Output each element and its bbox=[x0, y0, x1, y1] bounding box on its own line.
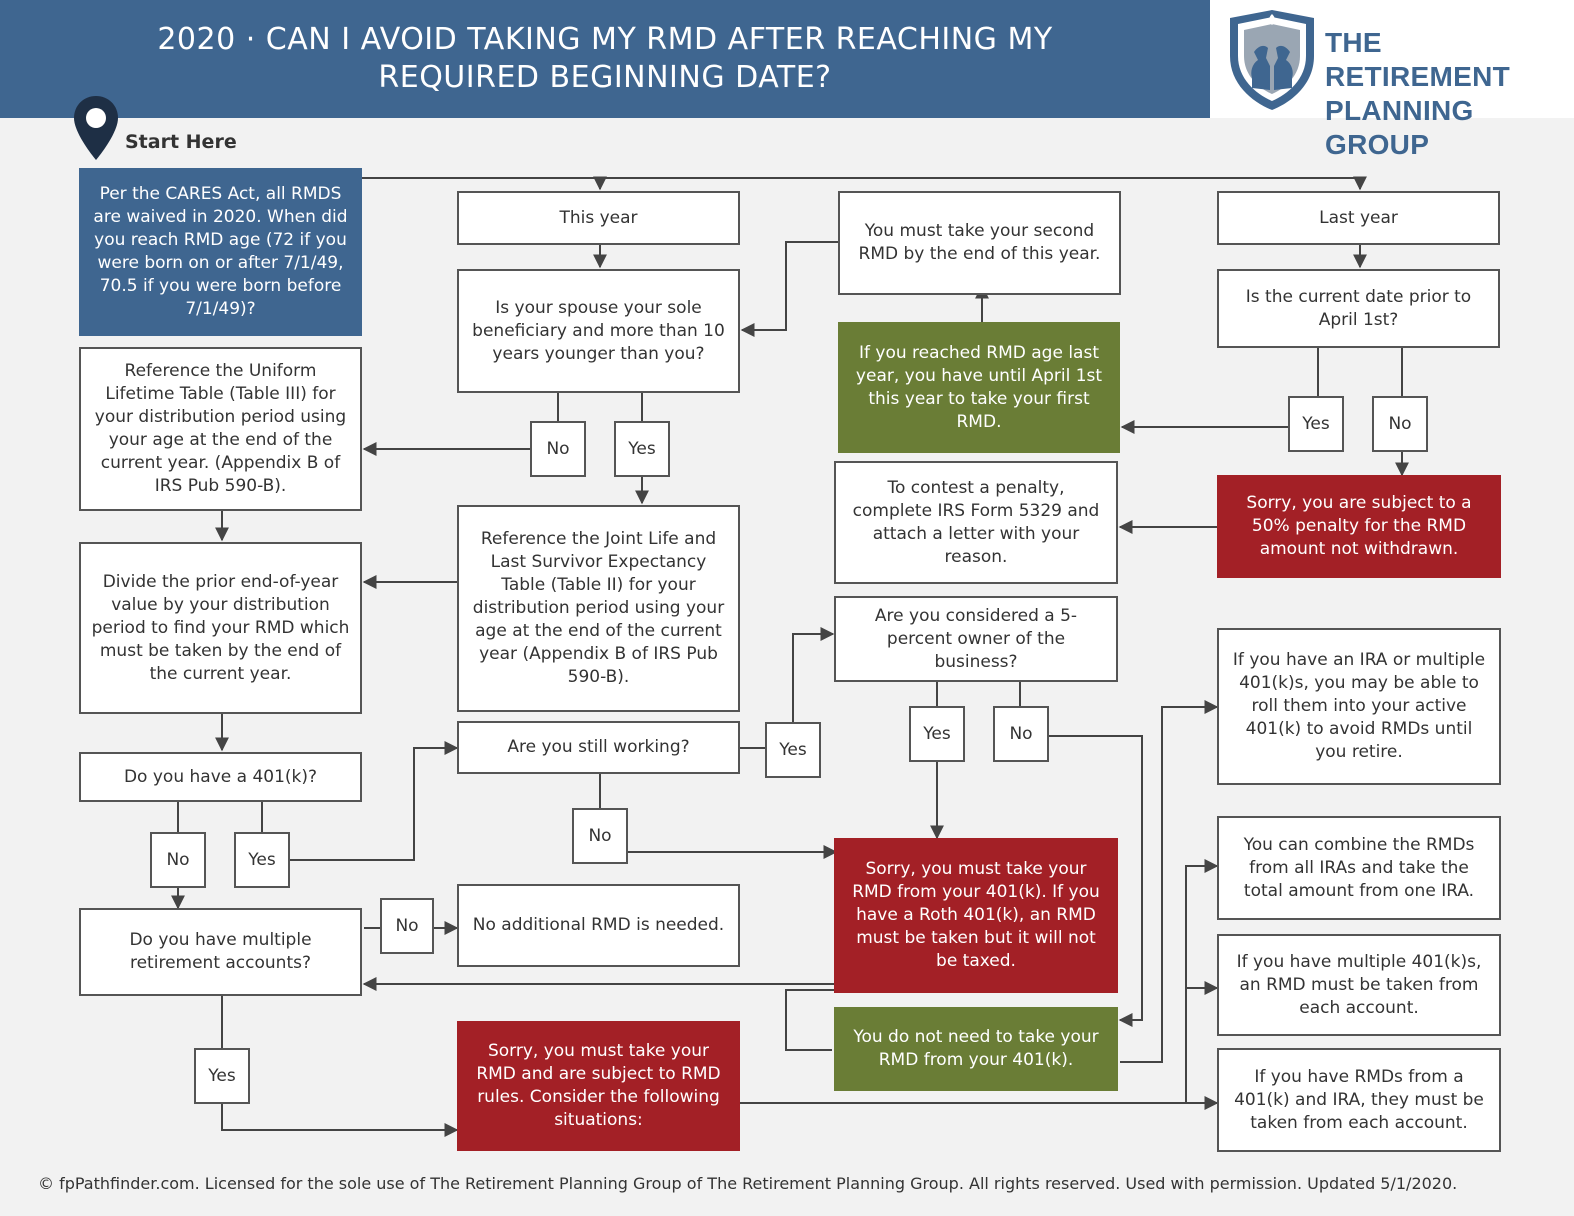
multiple-no-label: No bbox=[380, 898, 434, 954]
contest-penalty-box: To contest a penalty, complete IRS Form … bbox=[834, 461, 1118, 584]
connector-yes-owner bbox=[792, 627, 835, 722]
divide-box: Divide the prior end-of-year value by yo… bbox=[79, 542, 362, 714]
april-yes-label: Yes bbox=[1288, 396, 1344, 452]
connector-not-need-roll bbox=[1120, 700, 1219, 1063]
connector-no-not-need bbox=[1047, 735, 1143, 1027]
last-year-box: Last year bbox=[1217, 191, 1500, 245]
april-question: Is the current date prior to April 1st? bbox=[1217, 269, 1500, 348]
shield-icon bbox=[1230, 10, 1314, 110]
multiple-accounts-question: Do you have multiple retirement accounts… bbox=[79, 908, 362, 996]
multiple-yes-label: Yes bbox=[194, 1048, 250, 1104]
connector-second-rmd-spouse bbox=[740, 241, 838, 337]
penalty-box: Sorry, you are subject to a 50% penalty … bbox=[1217, 475, 1501, 578]
footer-copyright: © fpPathfinder.com. Licensed for the sol… bbox=[38, 1174, 1458, 1193]
must-take-401k-box: Sorry, you must take your RMD from your … bbox=[834, 838, 1118, 993]
april-no-label: No bbox=[1372, 396, 1428, 452]
start-question: Per the CARES Act, all RMDS are waived i… bbox=[79, 168, 362, 336]
second-rmd-box: You must take your second RMD by the end… bbox=[838, 191, 1121, 295]
joint-table-box: Reference the Joint Life and Last Surviv… bbox=[457, 505, 740, 712]
start-here-label: Start Here bbox=[125, 131, 237, 153]
rmd-401k-ira-box: If you have RMDs from a 401(k) and IRA, … bbox=[1217, 1048, 1501, 1152]
working-yes-label: Yes bbox=[765, 722, 821, 778]
connector-to-multiple bbox=[785, 989, 836, 1051]
have-401k-question: Do you have a 401(k)? bbox=[79, 752, 362, 802]
logo: THE RETIREMENT PLANNING GROUP bbox=[1210, 0, 1574, 160]
401k-yes-label: Yes bbox=[234, 832, 290, 888]
page-title: 2020 · CAN I AVOID TAKING MY RMD AFTER R… bbox=[157, 22, 1053, 95]
spouse-yes-label: Yes bbox=[614, 421, 670, 477]
working-no-label: No bbox=[572, 808, 628, 864]
spouse-no-label: No bbox=[530, 421, 586, 477]
until-april-box: If you reached RMD age last year, you ha… bbox=[838, 322, 1120, 453]
header-banner: 2020 · CAN I AVOID TAKING MY RMD AFTER R… bbox=[0, 0, 1210, 118]
combine-iras-box: You can combine the RMDs from all IRAs a… bbox=[1217, 816, 1501, 920]
owner-yes-label: Yes bbox=[909, 706, 965, 762]
rmd-rules-box: Sorry, you must take your RMD and are su… bbox=[457, 1021, 740, 1151]
not-need-401k-box: You do not need to take your RMD from yo… bbox=[834, 1007, 1118, 1091]
connector-situations-bus bbox=[1185, 859, 1219, 1103]
roll-over-box: If you have an IRA or multiple 401(k)s, … bbox=[1217, 628, 1501, 785]
owner-no-label: No bbox=[993, 706, 1049, 762]
multiple-401k-box: If you have multiple 401(k)s, an RMD mus… bbox=[1217, 934, 1501, 1036]
logo-text: THE RETIREMENT PLANNING GROUP bbox=[1325, 27, 1510, 160]
owner-question: Are you considered a 5-percent owner of … bbox=[834, 596, 1118, 682]
uniform-table-box: Reference the Uniform Lifetime Table (Ta… bbox=[79, 347, 362, 511]
map-pin-icon bbox=[74, 96, 118, 160]
spouse-question: Is your spouse your sole beneficiary and… bbox=[457, 269, 740, 393]
still-working-question: Are you still working? bbox=[457, 721, 740, 774]
no-additional-rmd-box: No additional RMD is needed. bbox=[457, 884, 740, 967]
connector-yes-working bbox=[288, 741, 459, 861]
connector-yes-rules bbox=[221, 1102, 459, 1137]
this-year-box: This year bbox=[457, 191, 740, 245]
401k-no-label: No bbox=[150, 832, 206, 888]
